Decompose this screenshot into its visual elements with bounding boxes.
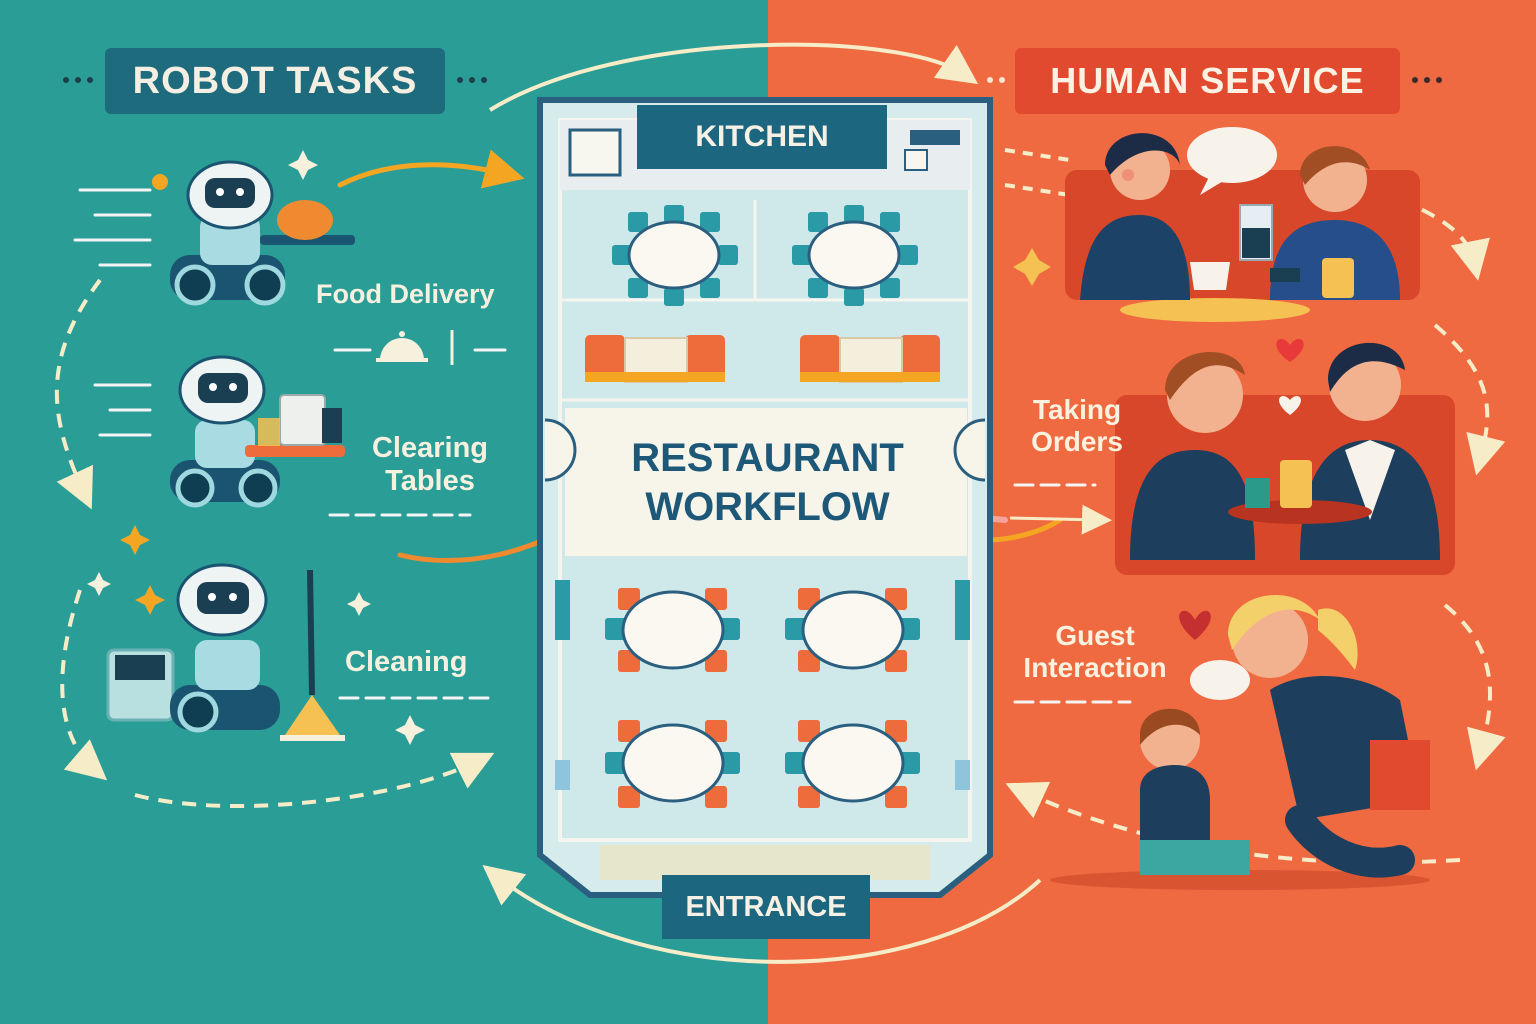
guest-interaction-line2: Interaction	[1023, 652, 1167, 684]
left-dashed-loop-2	[60, 589, 108, 781]
round-table-bottom-2	[785, 588, 920, 672]
sparkles-right	[1013, 248, 1051, 286]
round-table-top-left	[612, 205, 738, 306]
entrance-label: ENTRANCE	[662, 875, 870, 939]
taking-orders-label: Taking Orders	[1022, 394, 1132, 458]
workflow-title-line2: WORKFLOW	[645, 485, 890, 529]
booth-left	[585, 335, 725, 383]
clearing-robot	[93, 355, 345, 508]
round-table-bottom-1	[605, 588, 740, 672]
taking-orders-line2: Orders	[1031, 426, 1123, 458]
food-delivery-robot	[73, 150, 355, 306]
cycle-arrows	[54, 42, 1506, 964]
right-bottom-dashed	[1005, 781, 1461, 865]
bottom-cycle-arrow	[482, 865, 1042, 964]
floor-plan	[537, 97, 993, 898]
delivery-flow-arrow	[337, 149, 525, 189]
food-delivery-label: Food Delivery	[316, 279, 495, 309]
cloche-icon	[376, 330, 454, 365]
left-bottom-dashed	[134, 752, 495, 809]
round-table-bottom-3	[605, 720, 740, 808]
workflow-panel	[565, 408, 967, 556]
robot-tasks-title: ROBOT TASKS	[105, 48, 445, 114]
kitchen-label: KITCHEN	[637, 105, 887, 169]
round-table-top-right	[792, 205, 918, 306]
guest-interaction-line1: Guest	[1055, 620, 1135, 651]
human-scene-guest-interaction	[1050, 594, 1430, 890]
round-table-bottom-4	[785, 720, 920, 808]
booth-right	[800, 335, 940, 383]
restaurant-workflow-title: RESTAURANT WORKFLOW	[570, 418, 965, 548]
title-dots	[63, 77, 1442, 83]
label-dashes	[328, 348, 1132, 704]
taking-orders-line1: Taking	[1032, 394, 1122, 425]
right-dashed-loop-3	[1443, 603, 1506, 771]
guest-interaction-label: Guest Interaction	[1015, 620, 1175, 684]
workflow-title-line1: RESTAURANT	[631, 436, 904, 481]
human-scene-ordering	[1065, 127, 1420, 322]
cleaning-label: Cleaning	[345, 646, 468, 678]
human-scene-taking-orders	[1115, 338, 1455, 575]
human-service-title: HUMAN SERVICE	[1015, 48, 1400, 114]
cleaning-robot	[87, 525, 425, 745]
right-dashed-loop-2	[1433, 323, 1506, 476]
left-dashed-loop	[54, 278, 102, 510]
top-cycle-arrow	[488, 42, 979, 112]
clearing-tables-label: Clearing Tables	[371, 432, 489, 498]
